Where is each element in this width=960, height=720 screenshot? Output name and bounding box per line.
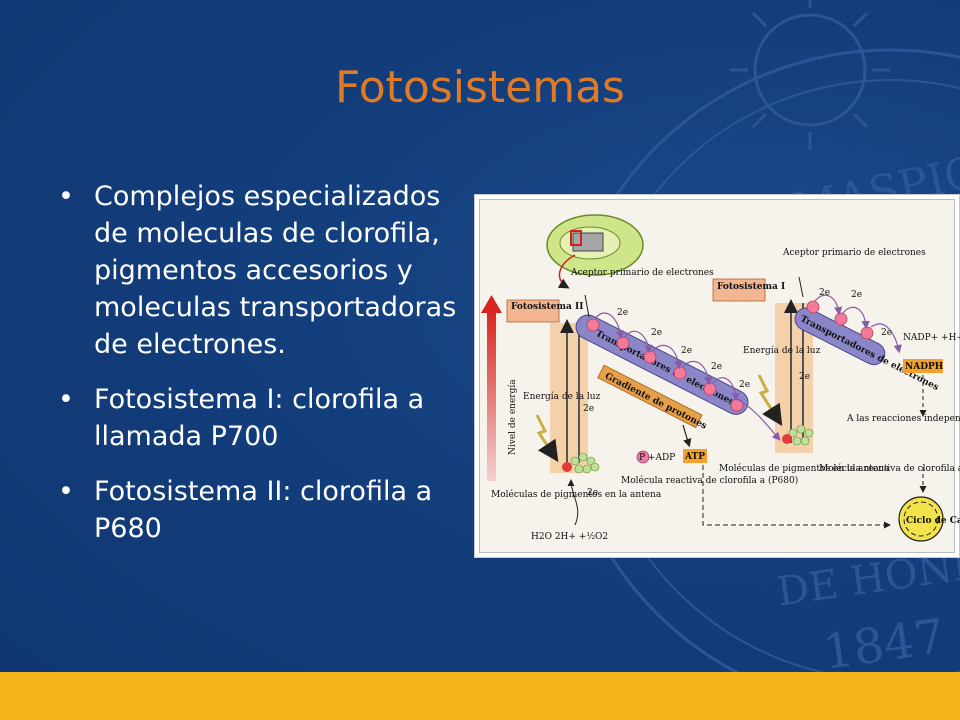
light-bolt-2-icon [757,374,783,427]
antenna-pigments-1 [570,452,600,474]
ps1-2e-label: 2e [799,372,810,382]
ps2-label-box [506,299,560,323]
calvin-label: Ciclo de Calvin [906,516,960,526]
energy-axis-arrow-icon [481,295,502,313]
energy-axis-bar [487,311,496,481]
bullet-item: Complejos especializados de moleculas de… [58,178,458,363]
light-energy-1-label: Energía de la luz [523,391,601,402]
ps1-2e-top: 2e [819,288,830,298]
chain2-2e-a: 2e [851,290,862,300]
bullet-item: Fotosistema I: clorofila a llamada P700 [58,381,458,455]
nadph-label: NADPH [905,362,944,372]
bottom-bar [0,672,960,720]
reactive-1-label: Molécula reactiva de clorofila a (P680) [621,475,798,486]
slide-title: Fotosistemas [335,62,625,113]
chloroplast-icon [546,214,644,276]
watermark-year: 1847 [820,608,949,680]
bullet-item: Fotosistema II: clorofila a P680 [58,473,458,547]
reaction-center-2 [782,434,792,444]
atp-label: ATP [684,452,705,462]
reaction-center-1 [562,462,572,472]
ps2-label: Fotosistema II [511,302,583,312]
acceptor-2-label: Aceptor primario de electrones [782,248,926,258]
chain1-2e-a: 2e [617,308,628,318]
light-bolt-1-icon [535,414,559,462]
nadp-label: NADP+ +H+ [903,333,960,343]
ps2-2e-label: 2e [583,404,594,414]
energy-axis-label: Nivel de energía [507,379,518,455]
ps1-label-box [712,278,766,302]
acceptor-1-label: Aceptor primario de electrones [570,268,714,278]
pigments-1-label: Moléculas de pigmentos en la antena [491,489,662,500]
atp-box [683,449,707,463]
calvin-cycle-icon [898,496,944,542]
chain1-2e-d: 2e [711,362,722,372]
ps1-label: Fotosistema I [717,282,785,292]
bullet-list: Complejos especializados de moleculas de… [58,178,458,565]
chain2-2e-b: 2e [881,328,892,338]
light-energy-2-label: Energía de la luz [743,345,821,356]
phosphate-icon [636,450,650,464]
antenna-pigments-2 [788,424,814,446]
adp-label: P +ADP [639,453,675,463]
sun-icon [753,13,867,127]
photosystem-diagram: Nivel de energía Fotosistema II 2e Trans… [474,194,960,558]
ps2-2e-bottom: 2e [587,488,598,498]
reactive-2-label: Molécula reactiva de clorofila a (P700) [819,463,960,474]
chain1-2e-b: 2e [651,328,662,338]
chain1-2e-c: 2e [681,346,692,356]
water-split-label: H2O 2H+ +½O2 [531,531,608,542]
pigments-2-label: Moléculas de pigmentos en la antena [719,463,890,474]
nadph-box [903,359,943,373]
chain1-2e-e: 2e [739,380,750,390]
light-independent-label: A las reacciones independientes de la lu… [846,414,960,424]
